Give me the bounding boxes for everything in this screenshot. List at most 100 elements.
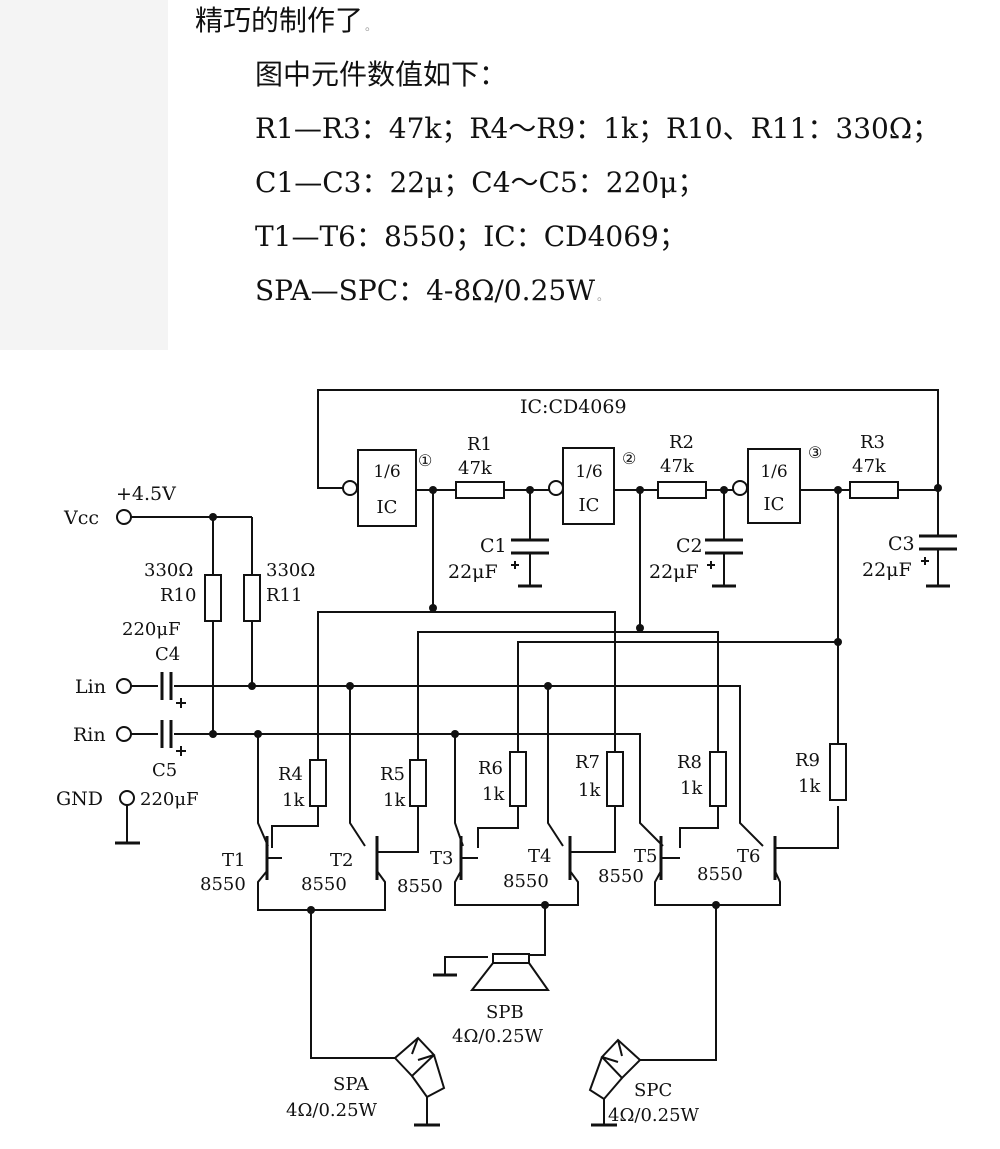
resistor-r5 bbox=[409, 759, 427, 807]
transistors bbox=[265, 836, 786, 880]
c5-value: 220μF bbox=[140, 789, 199, 810]
resistor-r9 bbox=[829, 743, 847, 801]
resistor-r10 bbox=[204, 574, 222, 622]
transistor-t1 bbox=[265, 836, 282, 880]
lin-label: Lin bbox=[75, 676, 106, 698]
svg-text:IC: IC bbox=[764, 494, 785, 515]
t2-label: T2 bbox=[330, 850, 353, 871]
speaker-spb bbox=[469, 953, 550, 991]
c4-value: 220μF bbox=[122, 619, 181, 640]
capacitor-c4 bbox=[160, 672, 186, 708]
c1-label: C1 bbox=[480, 535, 507, 557]
speaker-spa bbox=[393, 1036, 446, 1099]
resistor-r2 bbox=[657, 481, 707, 499]
inverter-gate-2: 1/6 IC bbox=[548, 447, 615, 525]
lin-terminal bbox=[116, 678, 132, 694]
spb-rating: 4Ω/0.25W bbox=[452, 1026, 544, 1047]
r4-value: 1k bbox=[282, 790, 305, 811]
resistor-r3 bbox=[849, 481, 899, 499]
t6-label: T6 bbox=[737, 846, 760, 867]
rin-terminal bbox=[116, 726, 132, 742]
r1-value: 47k bbox=[458, 458, 493, 479]
vcc-voltage-label: +4.5V bbox=[116, 483, 176, 505]
c2-label: C2 bbox=[676, 535, 703, 557]
t3-type: 8550 bbox=[397, 876, 443, 897]
capacitor-c2 bbox=[705, 538, 743, 588]
r9-label: R9 bbox=[795, 750, 820, 771]
c3-label: C3 bbox=[888, 533, 915, 555]
speaker-values-line: SPA—SPC：4-8Ω/0.25W。 bbox=[255, 274, 609, 307]
spc-label: SPC bbox=[634, 1080, 672, 1101]
t1-label: T1 bbox=[222, 850, 245, 871]
r2-label: R2 bbox=[669, 432, 694, 453]
vcc-terminal bbox=[116, 509, 132, 525]
pin-2-label: ② bbox=[622, 449, 636, 468]
c3-value: 22μF bbox=[862, 559, 912, 581]
gnd-terminal bbox=[119, 790, 135, 806]
t4-label: T4 bbox=[528, 846, 551, 867]
r10-label: R10 bbox=[160, 585, 196, 606]
t5-type: 8550 bbox=[598, 866, 644, 887]
r7-label: R7 bbox=[575, 752, 600, 773]
spc-rating: 4Ω/0.25W bbox=[608, 1105, 700, 1126]
junction-dots bbox=[209, 484, 942, 914]
speakers bbox=[393, 953, 642, 1101]
resistor-r4 bbox=[309, 759, 327, 807]
spb-label: SPB bbox=[486, 1002, 524, 1023]
resistor-r1 bbox=[455, 481, 505, 499]
inverter-gate-1: 1/6 IC bbox=[342, 449, 417, 527]
svg-text:1/6: 1/6 bbox=[373, 462, 400, 482]
speaker-spc bbox=[588, 1038, 642, 1101]
labels: IC:CD4069 ① ② ③ R1 47k R2 47k R3 47k C1 … bbox=[56, 396, 915, 1126]
svg-text:1/6: 1/6 bbox=[575, 462, 602, 482]
circuit-schematic: 1/6 IC 1/6 IC 1/6 IC bbox=[56, 389, 957, 1127]
capacitor-c5 bbox=[160, 720, 186, 756]
svg-text:IC: IC bbox=[579, 495, 600, 516]
paragraph-mark: 。 bbox=[365, 19, 378, 33]
transistor-t3 bbox=[459, 836, 478, 880]
capacitor-c3 bbox=[919, 534, 957, 588]
capacitor-c1 bbox=[511, 538, 549, 588]
r2-value: 47k bbox=[660, 456, 695, 477]
r7-value: 1k bbox=[578, 780, 601, 801]
c2-value: 22μF bbox=[649, 561, 699, 583]
rin-label: Rin bbox=[73, 724, 106, 746]
vcc-label: Vcc bbox=[63, 507, 99, 529]
transistor-t5 bbox=[659, 836, 680, 880]
r1-label: R1 bbox=[467, 434, 492, 455]
r3-value: 47k bbox=[852, 456, 887, 477]
r5-label: R5 bbox=[380, 764, 405, 785]
t2-type: 8550 bbox=[301, 874, 347, 895]
r6-value: 1k bbox=[482, 784, 505, 805]
t1-type: 8550 bbox=[200, 874, 246, 895]
resistor-values-line: R1—R3：47k；R4～R9：1k；R10、R11：330Ω； bbox=[255, 112, 941, 145]
resistors bbox=[204, 481, 899, 807]
r9-value: 1k bbox=[798, 776, 821, 797]
r10-value: 330Ω bbox=[144, 560, 193, 581]
resistor-r6 bbox=[509, 751, 527, 807]
r8-value: 1k bbox=[680, 778, 703, 799]
intro-line: 精巧的制作了。 bbox=[195, 4, 378, 37]
transistor-t4 bbox=[568, 836, 582, 880]
terminals bbox=[116, 509, 135, 806]
inverter-gates: 1/6 IC 1/6 IC 1/6 IC bbox=[342, 447, 801, 527]
list-heading: 图中元件数值如下： bbox=[255, 58, 508, 91]
r11-value: 330Ω bbox=[266, 560, 315, 581]
pin-3-label: ③ bbox=[808, 443, 822, 462]
transistor-ic-values-line: T1—T6：8550；IC：CD4069； bbox=[255, 220, 687, 253]
r11-label: R11 bbox=[266, 585, 302, 606]
r8-label: R8 bbox=[677, 752, 702, 773]
c4-label: C4 bbox=[155, 644, 180, 665]
resistor-r8 bbox=[709, 751, 727, 807]
r3-label: R3 bbox=[860, 432, 885, 453]
transistor-t2 bbox=[375, 836, 386, 880]
t6-type: 8550 bbox=[697, 864, 743, 885]
inverter-gate-3: 1/6 IC bbox=[732, 448, 801, 524]
r6-label: R6 bbox=[478, 758, 503, 779]
left-margin-panel bbox=[0, 0, 168, 350]
c1-value: 22μF bbox=[448, 561, 498, 583]
resistor-r11 bbox=[243, 574, 261, 622]
capacitors bbox=[160, 534, 957, 756]
t3-label: T3 bbox=[430, 848, 453, 869]
resistor-r7 bbox=[606, 751, 624, 807]
